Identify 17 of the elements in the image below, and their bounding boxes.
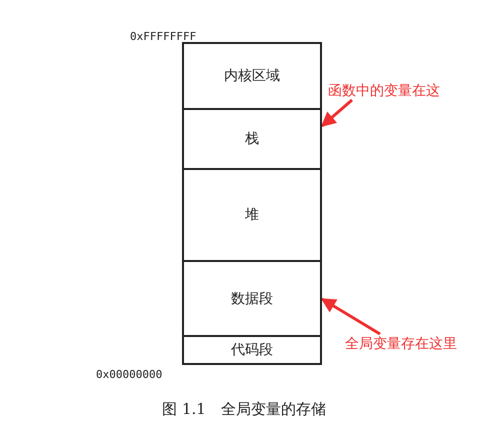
segment-label: 数据段 [231, 290, 273, 308]
arrow [320, 98, 353, 128]
annotation-text: 全局变量存在这里 [345, 335, 457, 353]
memory-segment [182, 168, 322, 262]
address-label: 0x00000000 [96, 368, 162, 381]
annotation-text: 函数中的变量在这 [328, 82, 440, 100]
memory-segment [182, 260, 322, 337]
segment-label: 内核区域 [224, 67, 280, 85]
arrow [320, 298, 381, 336]
memory-segment [182, 335, 322, 365]
address-label: 0xFFFFFFFF [130, 30, 196, 43]
figure-caption: 图 1.1 全局变量的存储 [161, 400, 327, 419]
segment-label: 栈 [245, 130, 259, 148]
memory-segment [182, 108, 322, 170]
segment-label: 代码段 [231, 341, 273, 359]
memory-segment [182, 42, 322, 110]
segment-label: 堆 [245, 206, 259, 224]
